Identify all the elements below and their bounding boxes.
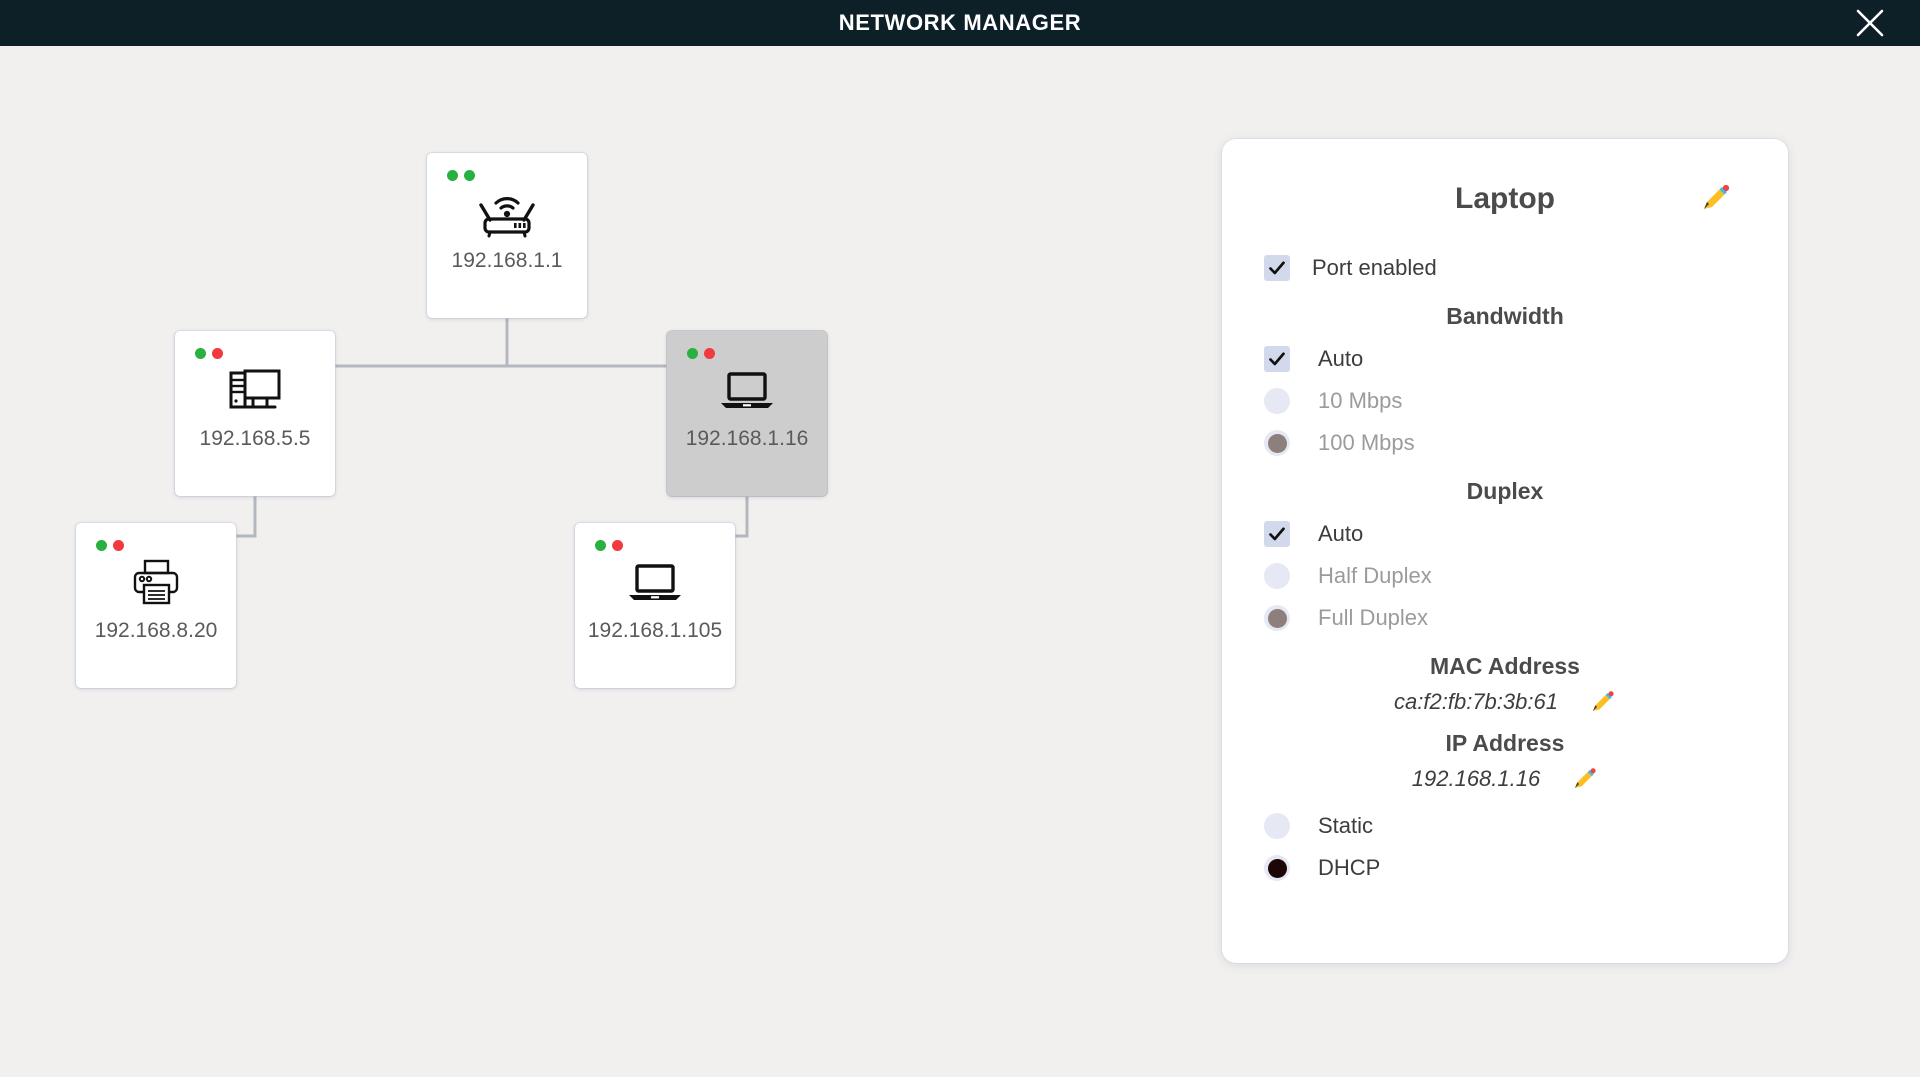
node-status-leds <box>595 540 623 551</box>
radio-dot-icon <box>1268 817 1287 836</box>
duplex-option-full[interactable]: Full Duplex <box>1222 597 1788 639</box>
led-green-icon <box>687 348 698 359</box>
duplex-full-radio[interactable] <box>1264 605 1290 631</box>
bandwidth-100mbps-radio[interactable] <box>1264 430 1290 456</box>
network-node-desktop[interactable]: 192.168.5.5 <box>175 331 335 496</box>
bandwidth-auto-label: Auto <box>1318 346 1364 371</box>
desktop-computer-icon <box>227 365 283 417</box>
duplex-auto-label: Auto <box>1318 521 1364 546</box>
ip-address-heading: IP Address <box>1445 730 1565 756</box>
title-bar: NETWORK MANAGER <box>0 0 1920 46</box>
wifi-router-icon <box>476 187 538 239</box>
laptop-icon <box>626 557 684 609</box>
node-status-leds <box>96 540 124 551</box>
edit-ip-pencil-icon[interactable] <box>1570 765 1598 793</box>
bandwidth-heading: Bandwidth <box>1446 303 1564 329</box>
radio-dot-icon <box>1267 608 1287 628</box>
device-detail-panel: Laptop Port enabled Bandwidth <box>1222 139 1788 963</box>
led-green-icon <box>595 540 606 551</box>
mac-address-value: ca:f2:fb:7b:3b:61 <box>1394 689 1558 714</box>
network-topology-canvas: 192.168.1.1 192.168.5.5 <box>0 46 1220 1077</box>
bandwidth-10mbps-label: 10 Mbps <box>1318 388 1403 413</box>
duplex-option-half[interactable]: Half Duplex <box>1222 555 1788 597</box>
port-enabled-row[interactable]: Port enabled <box>1222 247 1788 289</box>
panel-title: Laptop <box>1455 182 1555 215</box>
network-node-laptop-selected[interactable]: 192.168.1.16 <box>667 331 827 496</box>
node-status-leds <box>195 348 223 359</box>
radio-dot-icon <box>1267 433 1287 453</box>
radio-dot-icon <box>1268 567 1287 586</box>
printer-icon <box>128 557 184 609</box>
checkmark-icon <box>1267 349 1287 369</box>
ip-address-row: 192.168.1.16 <box>1222 765 1788 793</box>
port-enabled-checkbox[interactable] <box>1264 255 1290 281</box>
duplex-auto-checkbox[interactable] <box>1264 521 1290 547</box>
addressing-option-static[interactable]: Static <box>1222 805 1788 847</box>
duplex-half-label: Half Duplex <box>1318 563 1432 588</box>
network-node-router[interactable]: 192.168.1.1 <box>427 153 587 318</box>
mac-address-row: ca:f2:fb:7b:3b:61 <box>1222 688 1788 716</box>
static-label: Static <box>1318 813 1374 838</box>
node-ip-label: 192.168.8.20 <box>94 619 218 642</box>
close-icon <box>1853 6 1887 40</box>
led-green-icon <box>447 170 458 181</box>
bandwidth-option-10mbps[interactable]: 10 Mbps <box>1222 380 1788 422</box>
bandwidth-option-auto[interactable]: Auto <box>1222 338 1788 380</box>
led-green-icon <box>464 170 475 181</box>
led-green-icon <box>96 540 107 551</box>
bandwidth-100mbps-label: 100 Mbps <box>1318 430 1415 455</box>
led-red-icon <box>704 348 715 359</box>
mac-address-heading: MAC Address <box>1430 653 1580 679</box>
led-red-icon <box>612 540 623 551</box>
led-red-icon <box>113 540 124 551</box>
checkmark-icon <box>1267 524 1287 544</box>
node-ip-label: 192.168.1.105 <box>587 619 723 642</box>
dhcp-label: DHCP <box>1318 855 1381 880</box>
duplex-full-label: Full Duplex <box>1318 605 1429 630</box>
close-button[interactable] <box>1850 3 1890 43</box>
laptop-icon <box>718 365 776 417</box>
duplex-option-auto[interactable]: Auto <box>1222 513 1788 555</box>
ip-address-value: 192.168.1.16 <box>1411 766 1541 791</box>
bandwidth-option-100mbps[interactable]: 100 Mbps <box>1222 422 1788 464</box>
bandwidth-auto-checkbox[interactable] <box>1264 346 1290 372</box>
edit-mac-pencil-icon[interactable] <box>1588 688 1616 716</box>
edit-name-pencil-icon[interactable] <box>1698 181 1732 215</box>
static-radio[interactable] <box>1264 813 1290 839</box>
node-status-leds <box>447 170 475 181</box>
addressing-option-dhcp[interactable]: DHCP <box>1222 847 1788 889</box>
node-ip-label: 192.168.1.16 <box>685 427 809 450</box>
led-red-icon <box>212 348 223 359</box>
duplex-half-radio[interactable] <box>1264 563 1290 589</box>
node-ip-label: 192.168.1.1 <box>451 249 563 272</box>
network-node-printer[interactable]: 192.168.8.20 <box>76 523 236 688</box>
node-ip-label: 192.168.5.5 <box>199 427 311 450</box>
radio-dot-icon <box>1267 858 1287 878</box>
network-node-laptop-2[interactable]: 192.168.1.105 <box>575 523 735 688</box>
panel-header: Laptop <box>1222 169 1788 229</box>
page-title: NETWORK MANAGER <box>838 10 1082 35</box>
led-green-icon <box>195 348 206 359</box>
duplex-heading: Duplex <box>1466 478 1544 504</box>
radio-dot-icon <box>1268 392 1287 411</box>
bandwidth-10mbps-radio[interactable] <box>1264 388 1290 414</box>
node-status-leds <box>687 348 715 359</box>
checkmark-icon <box>1267 258 1287 278</box>
dhcp-radio[interactable] <box>1264 855 1290 881</box>
port-enabled-label: Port enabled <box>1312 255 1437 280</box>
